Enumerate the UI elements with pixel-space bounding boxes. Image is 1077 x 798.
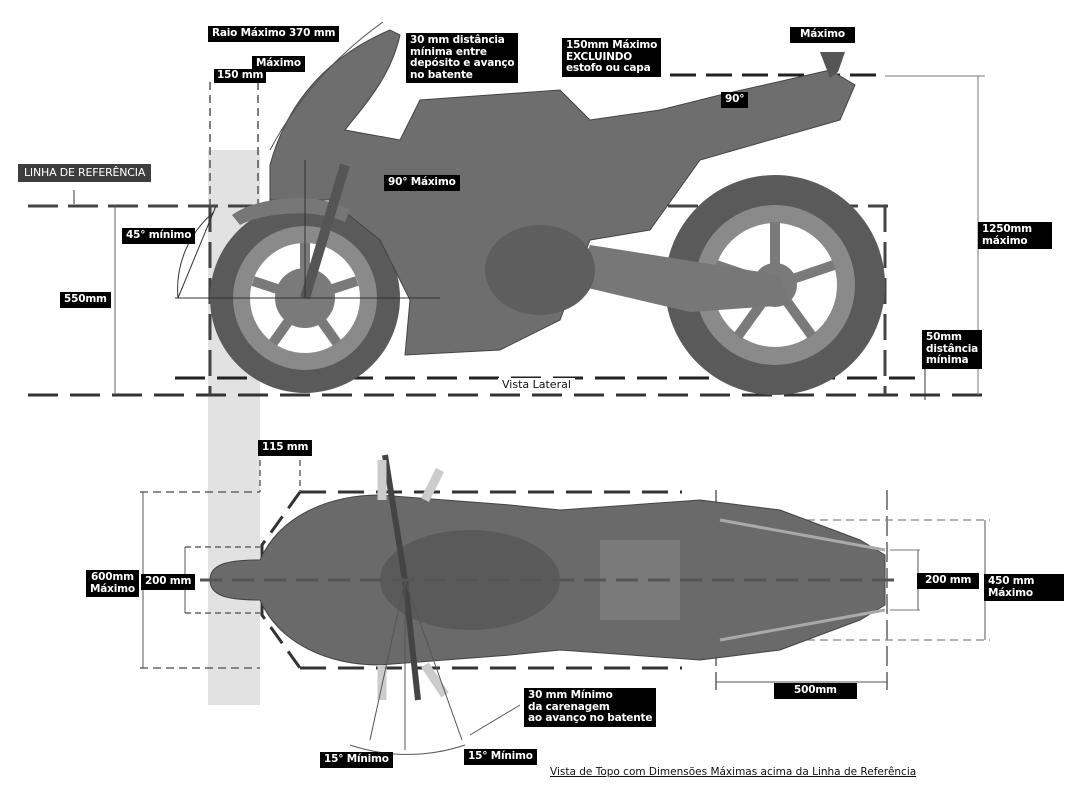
handlebar-left	[382, 454, 408, 581]
seat-angle-label: 90°	[721, 92, 749, 108]
overall-width-label: 600mm Máximo	[86, 570, 139, 597]
tail-length-label: 500mm	[774, 683, 857, 699]
swingarm	[575, 245, 790, 312]
front-mudguard	[232, 198, 350, 225]
mudguard-angle-label: 45° mínimo	[122, 228, 196, 244]
fairing-clearance-label: 30 mm Mínimo da carenagem ao avanço no b…	[524, 688, 657, 727]
overall-height-label: 1250mm máximo	[978, 222, 1052, 249]
steer-angle-left-label: 15° Mínimo	[320, 752, 393, 768]
front-fork	[300, 163, 350, 300]
front-max-label: Máximo	[252, 56, 305, 72]
seat-height-label: 150mm Máximo EXCLUINDO estofo ou capa	[562, 38, 662, 77]
mudguard-angle-arc	[177, 211, 215, 299]
reference-height-label: 550mm	[60, 292, 111, 308]
handlebar-right	[402, 579, 421, 701]
top-view-caption: Vista de Topo com Dimensões Máximas acim…	[550, 766, 917, 778]
tail-width-label: 450 mm Máximo	[984, 574, 1065, 601]
steer-angle-arc	[349, 744, 466, 755]
fairing-radius-arc	[269, 21, 384, 151]
front-width-label: 200 mm	[141, 574, 196, 590]
ground-clearance-label: 50mm distância mínima	[922, 330, 983, 369]
rear-width-label: 200 mm	[917, 573, 980, 589]
front-chamfer-label: 115 mm	[258, 440, 313, 456]
side-view-title: Vista Lateral	[498, 378, 575, 391]
tank-clearance-label: 30 mm distância mínima entre depósito e …	[406, 33, 519, 83]
reference-line-label: LINHA DE REFERÊNCIA	[18, 164, 152, 182]
side-view	[28, 21, 985, 400]
top-view	[140, 450, 990, 755]
steer-angle-right-label: 15° Mínimo	[464, 749, 537, 765]
tail-max-label: Máximo	[790, 27, 855, 43]
engine	[485, 225, 595, 315]
tail-taper-top	[719, 518, 886, 552]
bike-body-side	[269, 29, 856, 356]
fairing-radius-label: Raio Máximo 370 mm	[208, 26, 340, 42]
tail-fin	[820, 52, 845, 78]
tail-taper-bottom	[719, 608, 886, 642]
front-offset-label: 150 mm	[214, 69, 267, 83]
fork-angle-label: 90° Máximo	[384, 175, 460, 191]
